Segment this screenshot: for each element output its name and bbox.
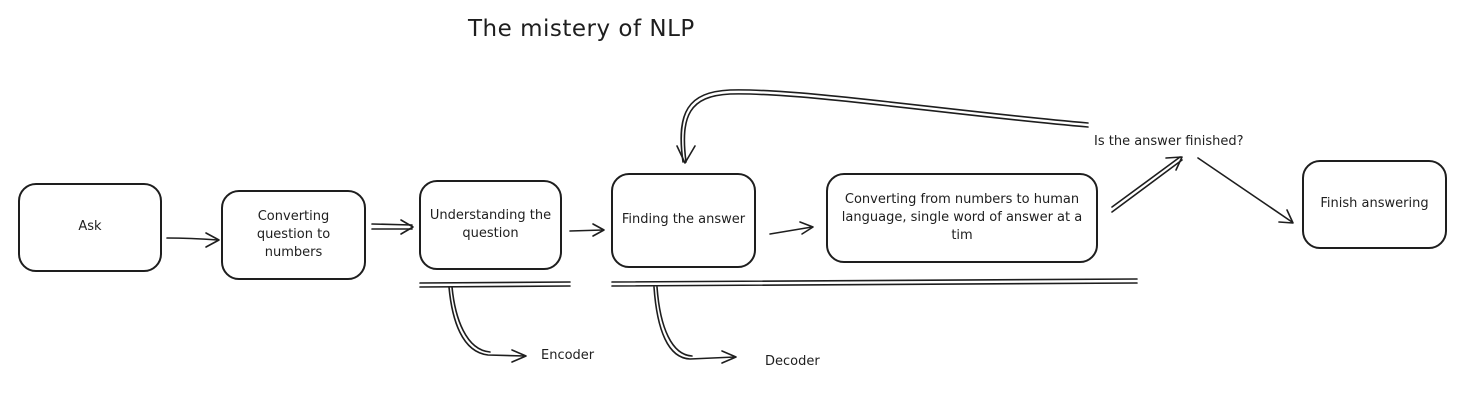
node-converting-question: Converting question to numbers <box>221 190 366 280</box>
node-converting-question-label: Converting question to numbers <box>256 208 331 261</box>
decoder-label: Decoder <box>765 354 820 369</box>
arrow-loop-back-to-finding <box>676 89 1089 164</box>
arrow-ask-to-convert <box>166 232 220 248</box>
decision-label: Is the answer finished? <box>1094 134 1244 149</box>
diagram-title: The mistery of NLP <box>468 16 695 42</box>
node-understanding-label: Understanding the question <box>429 207 552 241</box>
node-finish-answering: Finish answering <box>1302 160 1447 249</box>
node-converting-numbers: Converting from numbers to human languag… <box>826 173 1098 263</box>
decoder-bracket <box>611 278 1138 364</box>
arrow-understanding-to-finding <box>569 223 605 237</box>
arrow-decision-to-finish <box>1197 157 1294 224</box>
node-finish-answering-label: Finish answering <box>1320 196 1429 212</box>
encoder-bracket <box>419 281 571 363</box>
node-understanding: Understanding the question <box>419 180 562 270</box>
encoder-label: Encoder <box>541 348 595 363</box>
node-finding-answer-label: Finding the answer <box>621 212 746 228</box>
arrow-convert-to-understanding <box>371 219 414 235</box>
node-finding-answer: Finding the answer <box>611 173 756 268</box>
node-ask-label: Ask <box>78 219 102 235</box>
node-ask: Ask <box>18 183 162 272</box>
node-converting-numbers-label: Converting from numbers to human languag… <box>841 191 1083 244</box>
arrow-finding-to-converting <box>769 221 814 235</box>
arrow-converting-to-decision <box>1111 156 1183 213</box>
